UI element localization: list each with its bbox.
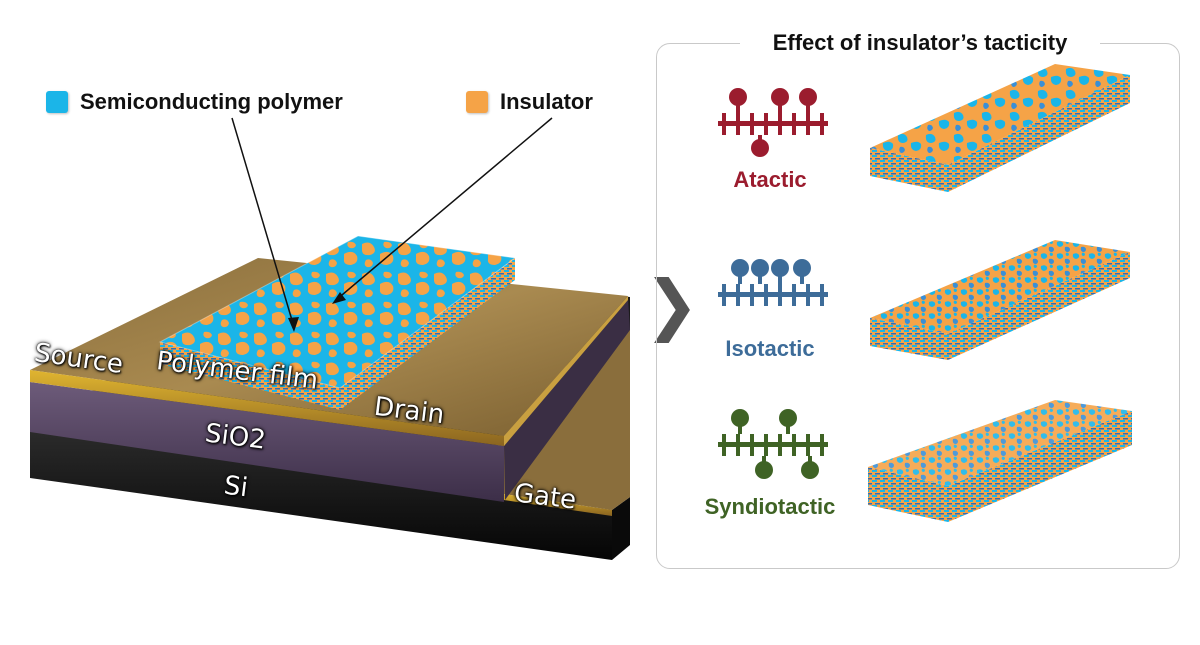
- arrow-insulator-head: [332, 292, 346, 304]
- syndiotactic-molecule-icon: [718, 409, 828, 479]
- isotactic-film-slab: [870, 240, 1130, 360]
- tacticity-panel: [656, 43, 1180, 569]
- arrow-semiconducting-head: [288, 317, 299, 332]
- semiconducting-label: Semiconducting polymer: [80, 89, 343, 114]
- si-label: Si: [222, 470, 250, 504]
- atactic-label: Atactic: [733, 167, 807, 192]
- syndiotactic-label: Syndiotactic: [704, 494, 836, 519]
- legend-arrows: [231, 117, 553, 332]
- semiconducting-swatch: [46, 91, 68, 113]
- arrow-semiconducting: [231, 117, 295, 328]
- polymer-film: [158, 235, 517, 410]
- legend-semiconducting: Semiconducting polymer: [46, 89, 343, 115]
- insulator-swatch: [466, 91, 488, 113]
- panel-title: Effect of insulator’s tacticity: [740, 30, 1100, 56]
- insulator-label: Insulator: [500, 89, 593, 114]
- atactic-film-slab: [870, 64, 1130, 192]
- chevron-right-icon: ❯: [644, 266, 700, 343]
- isotactic-label: Isotactic: [725, 336, 815, 361]
- isotactic-molecule-icon: [718, 259, 828, 306]
- atactic-molecule-icon: [718, 88, 828, 157]
- syndiotactic-film-slab: [868, 400, 1132, 522]
- sio2-layer: [30, 298, 630, 502]
- legend-insulator: Insulator: [466, 89, 593, 115]
- arrow-insulator: [335, 117, 553, 301]
